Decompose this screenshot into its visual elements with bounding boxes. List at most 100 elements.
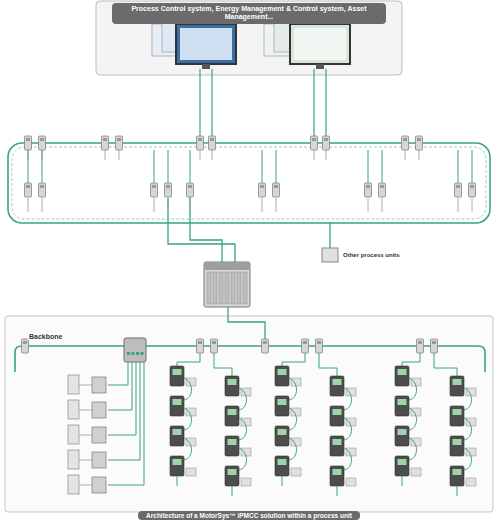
drop-line	[458, 198, 459, 212]
switch-port	[141, 352, 144, 355]
monitor-stand	[316, 64, 324, 69]
switch-port	[260, 185, 264, 188]
chain-link	[344, 418, 352, 440]
chain-link	[464, 418, 472, 440]
switch-port	[166, 185, 170, 188]
switch-port	[317, 341, 321, 344]
network-switch	[262, 339, 269, 353]
starter-module	[68, 450, 79, 469]
monitor	[176, 24, 236, 64]
network-ring-dashed	[12, 147, 486, 219]
drop-line	[119, 150, 120, 160]
ring-branch	[382, 150, 383, 183]
controller-display	[398, 429, 407, 435]
drop-line	[405, 150, 406, 160]
chain-link	[409, 378, 417, 400]
network-switch	[417, 339, 424, 353]
managed-switch	[124, 338, 146, 362]
expansion-module	[291, 468, 301, 476]
network-switch	[102, 136, 109, 150]
expansion-module	[186, 468, 196, 476]
controller-display	[333, 379, 342, 385]
ring-branch	[168, 150, 169, 183]
network-switch	[323, 136, 330, 150]
chain-link	[319, 353, 337, 376]
module-link	[79, 485, 92, 486]
ring-branch	[154, 150, 155, 183]
drop-line	[419, 150, 420, 160]
gateway-device	[322, 248, 338, 262]
switch-port	[303, 341, 307, 344]
plc-rack	[204, 262, 250, 307]
ring-branch	[368, 150, 369, 183]
expansion-module	[411, 468, 421, 476]
ring-branch	[276, 150, 277, 183]
motor-controller	[275, 426, 289, 446]
chain-link	[409, 438, 417, 460]
controller-display	[278, 399, 287, 405]
network-switch	[211, 339, 218, 353]
monitor-links	[200, 69, 326, 138]
switch-port	[26, 185, 30, 188]
chain-link	[282, 353, 305, 366]
chain-link	[184, 438, 192, 460]
motor-controller	[450, 466, 464, 486]
network-switch	[197, 136, 204, 150]
expansion-module	[466, 478, 476, 486]
plc-rack-top	[204, 262, 250, 270]
chain-link	[184, 378, 192, 400]
motor-controller	[275, 366, 289, 386]
drop-line	[105, 150, 106, 160]
gateway-link	[329, 222, 330, 248]
motor-controller	[450, 406, 464, 426]
plc-module	[207, 272, 211, 304]
switch-port	[136, 352, 139, 355]
chain-link	[289, 438, 297, 460]
network-switch	[197, 339, 204, 353]
network-switch	[273, 183, 280, 197]
network-switch	[209, 136, 216, 150]
monitor-screen	[294, 28, 346, 60]
controller-display	[228, 379, 237, 385]
starter-module	[68, 475, 79, 494]
switch-port	[152, 185, 156, 188]
motor-controller	[170, 366, 184, 386]
chain-link	[344, 388, 352, 410]
network-switch	[151, 183, 158, 197]
network-switch	[365, 183, 372, 197]
controller-display	[228, 409, 237, 415]
drop-line	[200, 150, 201, 160]
controller-display	[173, 429, 182, 435]
switch-port	[324, 138, 328, 141]
expansion-module	[346, 478, 356, 486]
network-switch	[431, 339, 438, 353]
switch-port	[212, 341, 216, 344]
monitor-stand	[202, 64, 210, 69]
motor-controller	[225, 436, 239, 456]
motor-management-module	[92, 477, 106, 493]
plc-uplink	[190, 196, 222, 262]
motor-management-module	[92, 377, 106, 393]
controller-display	[453, 379, 462, 385]
network-switch	[469, 183, 476, 197]
starter-module	[68, 425, 79, 444]
motor-controller	[275, 396, 289, 416]
network-switch	[259, 183, 266, 197]
device-link	[108, 362, 128, 385]
monitor-group	[152, 20, 350, 69]
switch-port	[132, 352, 135, 355]
ring-branch	[190, 150, 191, 183]
network-switch	[311, 136, 318, 150]
chain-link	[434, 353, 457, 376]
chain-end	[282, 476, 283, 486]
controller-display	[278, 369, 287, 375]
chain-link	[289, 378, 297, 400]
motor-controller	[395, 456, 409, 476]
motor-controller	[450, 376, 464, 396]
drop-line	[168, 198, 169, 212]
network-switch	[39, 183, 46, 197]
motor-controller	[170, 426, 184, 446]
module-link	[79, 435, 92, 436]
network-switch	[302, 339, 309, 353]
